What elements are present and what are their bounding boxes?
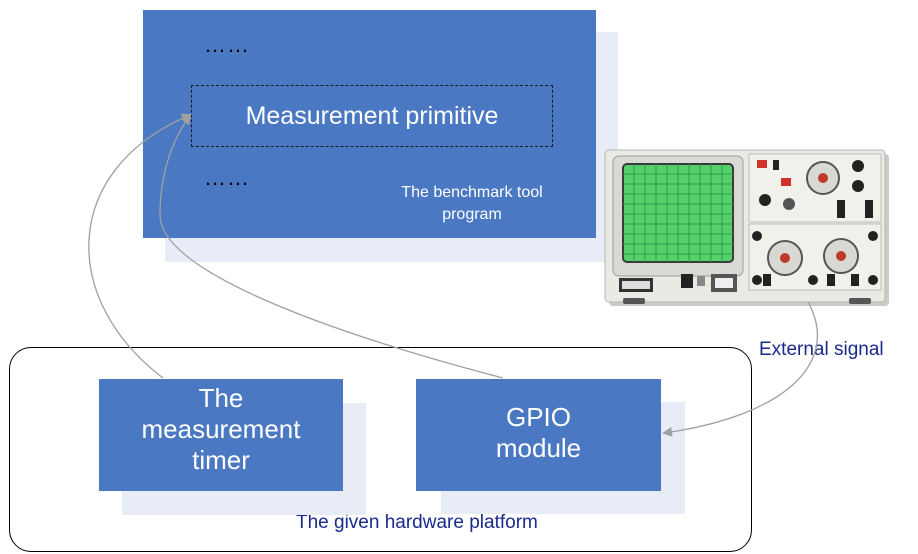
measurement-primitive-box: Measurement primitive [191, 85, 553, 147]
program-block: …… Measurement primitive …… The benchmar… [143, 10, 596, 238]
hardware-platform-label: The given hardware platform [296, 512, 538, 533]
program-label: The benchmark tool program [401, 184, 543, 223]
dots-top: …… [204, 32, 250, 57]
timer-label-line1: The [198, 383, 244, 413]
timer-label-line3: timer [192, 445, 250, 475]
dots-bottom: …… [204, 165, 250, 190]
timer-label-line2: measurement [141, 414, 301, 444]
gpio-label-line2: module [495, 433, 582, 463]
external-signal-label: External signal [759, 339, 884, 360]
measurement-primitive-label: Measurement primitive [245, 101, 499, 130]
gpio-module: GPIO module [416, 379, 661, 491]
gpio-label-line1: GPIO [505, 402, 571, 432]
timer-module: The measurement timer [99, 379, 343, 491]
